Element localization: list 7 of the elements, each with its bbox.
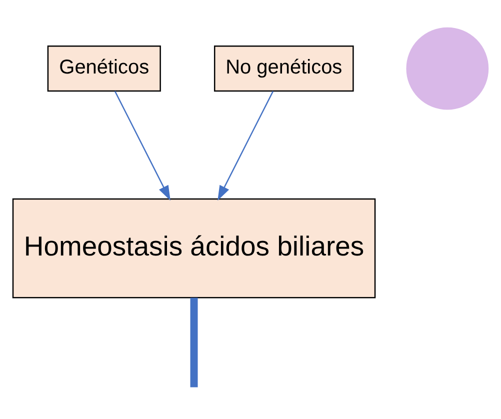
arrow xyxy=(114,90,170,200)
node-circle xyxy=(406,26,489,110)
node-box: No genéticos xyxy=(214,44,354,92)
node-box: Genéticos xyxy=(47,44,161,92)
connector xyxy=(190,297,198,387)
arrow xyxy=(218,90,274,200)
node-box: Homeostasis ácidos biliares xyxy=(12,198,376,298)
